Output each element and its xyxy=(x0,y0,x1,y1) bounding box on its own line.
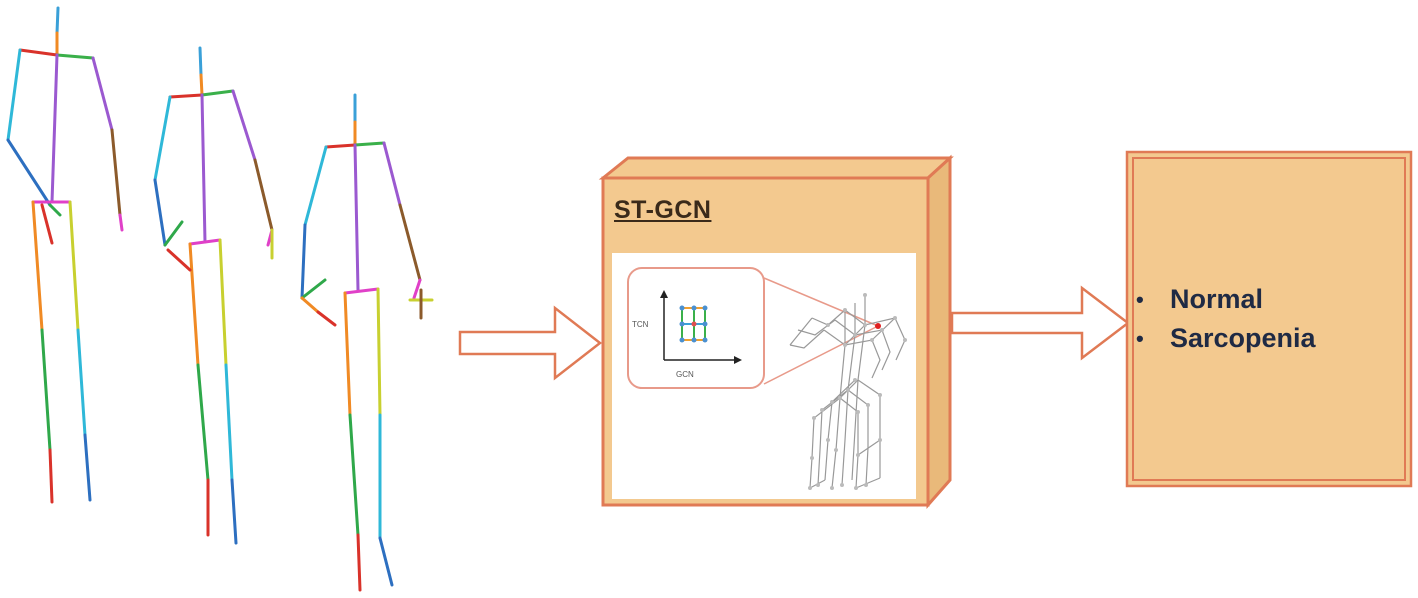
highlighted-joint xyxy=(875,323,881,329)
arrow-stgcn-to-output xyxy=(950,285,1131,361)
output-class-list: • Normal • Sarcopenia xyxy=(1136,280,1316,358)
bullet-icon: • xyxy=(1136,286,1144,312)
stgcn-title: ST-GCN xyxy=(614,196,712,224)
tcn-gcn-inset xyxy=(627,267,879,389)
skeleton-figure-1 xyxy=(6,6,124,504)
axis-label-gcn: GCN xyxy=(676,370,694,379)
output-box xyxy=(1125,150,1413,488)
output-label-sarcopenia: Sarcopenia xyxy=(1170,323,1316,353)
skeleton-figure-3 xyxy=(300,93,434,592)
axis-label-tcn: TCN xyxy=(632,320,649,329)
spatiotemporal-skeleton-graph xyxy=(789,293,907,490)
arrow-input-to-stgcn xyxy=(458,305,603,381)
output-item-sarcopenia: • Sarcopenia xyxy=(1136,319,1316,358)
skeleton-figure-2 xyxy=(153,46,274,545)
graph-grid xyxy=(679,305,708,343)
bullet-icon: • xyxy=(1136,325,1144,351)
output-label-normal: Normal xyxy=(1170,284,1264,314)
output-item-normal: • Normal xyxy=(1136,280,1316,319)
